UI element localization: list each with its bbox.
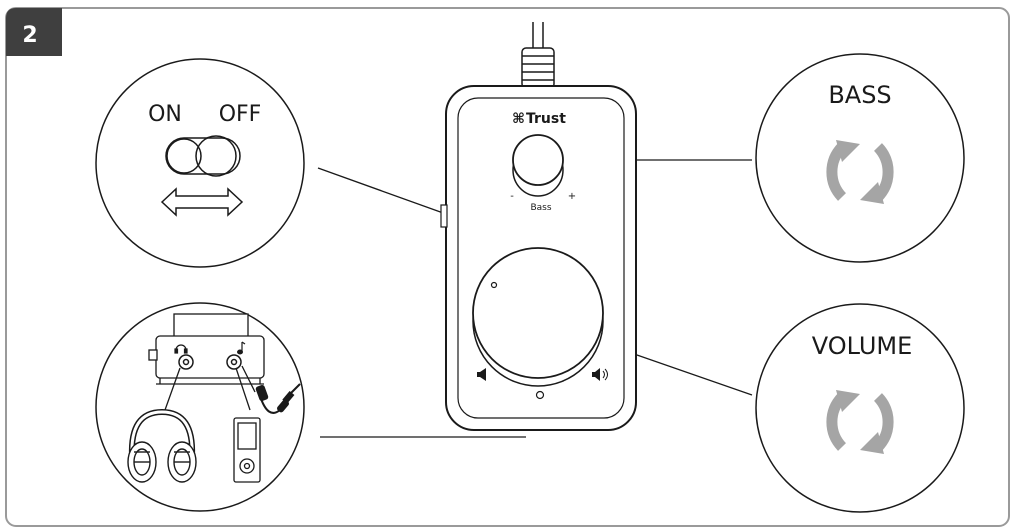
bass-rotate-arrows-icon [826,143,894,201]
music-note-icon [237,341,246,355]
switch-panel: ON OFF [95,58,305,268]
device-bottom-view [148,313,265,385]
brand-label: Trust [526,111,566,127]
side-switch[interactable] [440,204,448,228]
speaker-low-icon [477,368,486,381]
switch-connector [317,167,447,215]
bass-panel: BASS [755,53,965,263]
speaker-high-icon [592,368,608,381]
switch-on-label: ON [148,102,182,127]
bass-minus-label: - [510,191,514,202]
headphones-icon [127,408,197,483]
bass-knob[interactable] [512,134,564,197]
audio-device: ⌘ Trust - + Bass [440,22,637,431]
headphone-port[interactable] [178,354,194,370]
brand-logo-mark: ⌘ [512,111,525,127]
volume-panel: VOLUME [755,303,965,513]
slide-switch-icon [165,135,241,177]
bass-title: BASS [828,81,891,109]
bass-plus-label: + [568,191,576,202]
volume-title: VOLUME [812,332,913,360]
device-cable [521,22,555,89]
bass-knob-label: Bass [530,203,551,213]
double-arrow-icon [160,187,244,217]
audio-cable-icon [255,383,301,414]
media-player-icon [233,417,261,483]
step-badge: 2 [6,8,62,56]
headphone-port-icon [174,344,188,354]
music-port[interactable] [226,354,242,370]
status-led [535,390,545,400]
step-number: 2 [22,23,37,48]
volume-knob[interactable] [472,247,604,387]
volume-rotate-arrows-icon [826,393,894,451]
switch-off-label: OFF [219,102,262,127]
connection-panel [95,302,305,512]
brand-logo: ⌘ Trust [512,111,566,127]
